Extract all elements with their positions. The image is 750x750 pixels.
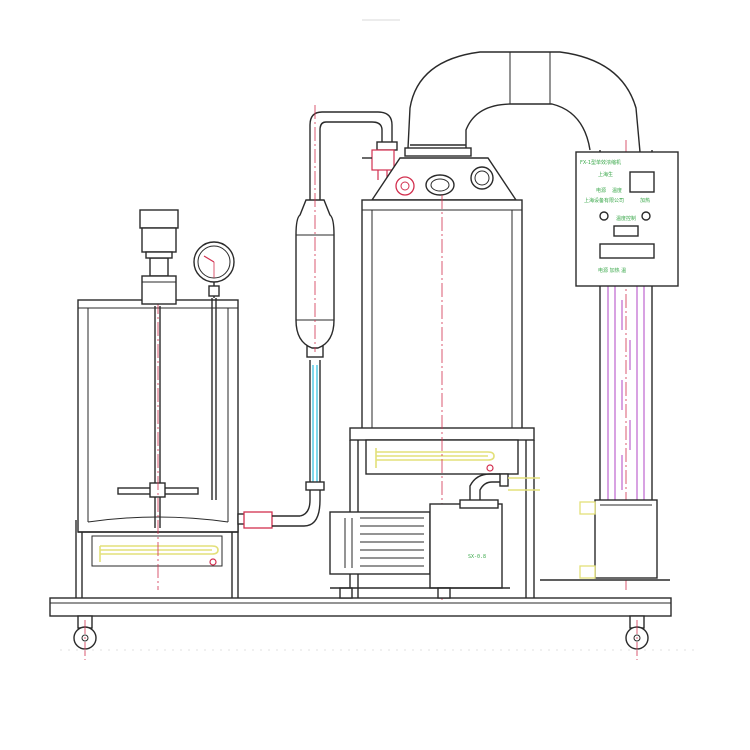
- panel-subtitle: 上海生: [598, 171, 613, 178]
- evaporator: [349, 144, 535, 600]
- panel-title: FX-1型单效浓缩机: [580, 159, 621, 166]
- panel-label-control: 温度控制: [616, 215, 636, 222]
- condensate-column: [540, 140, 670, 590]
- panel-label-bottom: 电源 加热 温: [598, 267, 626, 274]
- valve-icon: [362, 149, 395, 180]
- valve-icon: [243, 511, 273, 529]
- base-frame: [49, 597, 672, 660]
- vacuum-pump: SX-0.8: [329, 473, 540, 599]
- panel-label-heat: 加热: [640, 197, 650, 204]
- mixing-tank: [75, 212, 239, 598]
- vapor-duct: [407, 51, 641, 153]
- sight-glass-icon: [425, 174, 455, 196]
- panel-label-temp: 温度: [612, 187, 622, 194]
- panel-label-company: 上海设备有限公司: [584, 197, 624, 204]
- control-panel: FX-1型单效浓缩机 上海生 电源 温度 上海设备有限公司 加热 温度控制 电源…: [575, 151, 679, 287]
- power-switch[interactable]: [599, 211, 609, 221]
- panel-label-power: 电源: [596, 187, 606, 194]
- heat-switch[interactable]: [641, 211, 651, 221]
- motor-icon: [139, 209, 179, 305]
- condenser: [295, 105, 398, 491]
- temp-display: [629, 171, 655, 193]
- transfer-pipe: [237, 485, 321, 529]
- panel-window: [599, 243, 655, 259]
- pump-model-label: SX-0.8: [468, 554, 486, 560]
- gauge-icon: [193, 241, 235, 298]
- heating-coil: [99, 545, 219, 566]
